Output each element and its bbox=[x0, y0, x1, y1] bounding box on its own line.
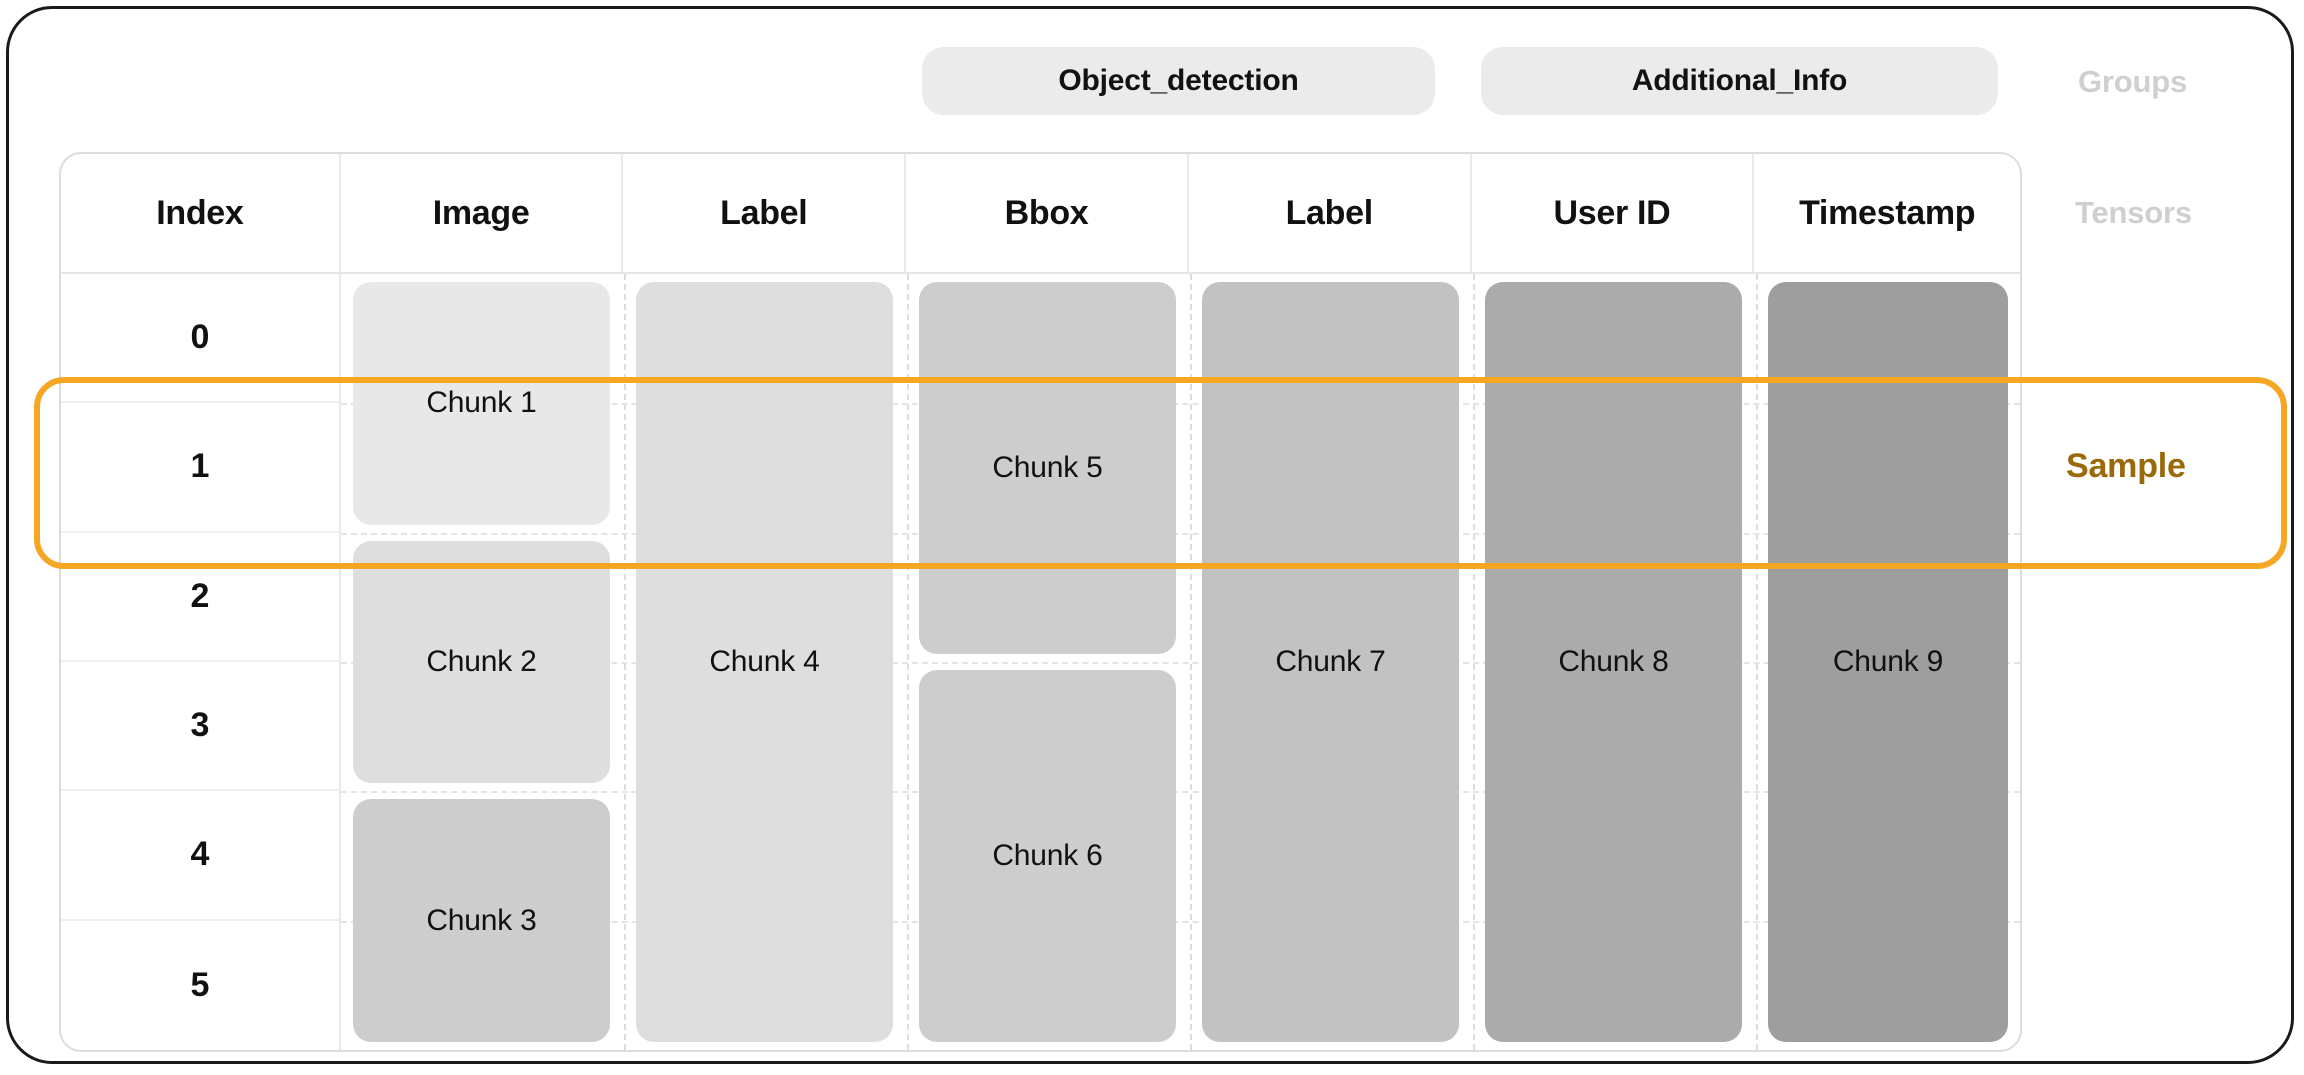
column-header-label: Bbox bbox=[1004, 193, 1089, 232]
chunk-block[interactable]: Chunk 1 bbox=[353, 282, 610, 525]
sample-highlight-outline bbox=[34, 377, 2287, 569]
chunk-blocks-layer: Chunk 1 Chunk 2 Chunk 3 Chunk 4 Chunk 5 Chunk… bbox=[61, 274, 2020, 1050]
column-header-label: Label bbox=[1285, 193, 1374, 232]
chunk-block[interactable]: Chunk 4 bbox=[636, 282, 893, 1042]
index-value: 1 bbox=[190, 447, 210, 486]
chunk-label: Chunk 6 bbox=[992, 839, 1103, 872]
outer-card: Object_detection Additional_Info Groups … bbox=[6, 6, 2294, 1064]
column-header-bbox[interactable]: Bbox bbox=[906, 154, 1189, 272]
chunk-block[interactable]: Chunk 3 bbox=[353, 799, 610, 1042]
group-pill-label: Additional_Info bbox=[1631, 64, 1848, 97]
chunk-block[interactable]: Chunk 6 bbox=[919, 670, 1176, 1042]
index-cell[interactable]: 4 bbox=[61, 791, 339, 921]
chunk-label: Chunk 2 bbox=[426, 644, 537, 678]
chunk-block[interactable]: Chunk 2 bbox=[353, 540, 610, 784]
index-value: 4 bbox=[190, 835, 210, 874]
chunk-label: Chunk 8 bbox=[1558, 645, 1669, 678]
group-pill-object-detection[interactable]: Object_detection bbox=[922, 47, 1435, 115]
column-header-label: Label bbox=[720, 193, 808, 232]
index-value: 2 bbox=[190, 576, 210, 615]
column-header-label: Image bbox=[432, 193, 530, 232]
index-value: 5 bbox=[190, 965, 210, 1004]
chunk-label: Chunk 1 bbox=[426, 386, 537, 420]
index-cell[interactable]: 3 bbox=[61, 662, 339, 792]
group-pill-additional-info[interactable]: Additional_Info bbox=[1481, 47, 1998, 115]
index-column: 0 1 2 3 4 5 bbox=[61, 274, 341, 1050]
tensor-table: Index Image Label Bbox Label User ID Timestamp… bbox=[59, 152, 2022, 1052]
chunk-block[interactable]: Chunk 7 bbox=[1202, 282, 1459, 1042]
column-header-timestamp[interactable]: Timestamp bbox=[1754, 154, 2020, 272]
index-cell[interactable]: 1 bbox=[61, 403, 339, 533]
column-header-label[interactable]: Label bbox=[1189, 154, 1472, 272]
index-cell[interactable]: 0 bbox=[61, 274, 339, 404]
index-cell[interactable]: 5 bbox=[61, 921, 339, 1050]
column-header-label: User ID bbox=[1553, 193, 1671, 232]
column-header-label[interactable]: Label bbox=[623, 154, 907, 272]
chunk-label: Chunk 3 bbox=[426, 903, 537, 937]
sample-label: Sample bbox=[2066, 447, 2186, 485]
column-header-label: Index bbox=[156, 193, 244, 232]
column-header-index[interactable]: Index bbox=[61, 154, 341, 272]
chunk-block[interactable]: Chunk 9 bbox=[1768, 282, 2008, 1042]
group-pill-label: Object_detection bbox=[1058, 64, 1299, 97]
row-label-tensors: Tensors bbox=[2075, 195, 2192, 230]
chunk-label: Chunk 7 bbox=[1275, 645, 1386, 678]
index-cell[interactable]: 2 bbox=[61, 533, 339, 662]
chunk-label: Chunk 9 bbox=[1832, 645, 1944, 678]
table-header-row: Index Image Label Bbox Label User ID Timestamp bbox=[61, 154, 2020, 274]
row-label-groups: Groups bbox=[2078, 64, 2188, 99]
chunk-label: Chunk 5 bbox=[992, 451, 1103, 484]
chunk-block[interactable]: Chunk 5 bbox=[919, 282, 1176, 654]
column-header-user-id[interactable]: User ID bbox=[1472, 154, 1755, 272]
chunk-block[interactable]: Chunk 8 bbox=[1485, 282, 1742, 1042]
chunk-label: Chunk 4 bbox=[709, 645, 820, 678]
index-value: 0 bbox=[190, 318, 210, 357]
column-header-label: Timestamp bbox=[1799, 193, 1976, 232]
column-header-image[interactable]: Image bbox=[341, 154, 624, 272]
index-value: 3 bbox=[190, 706, 210, 745]
